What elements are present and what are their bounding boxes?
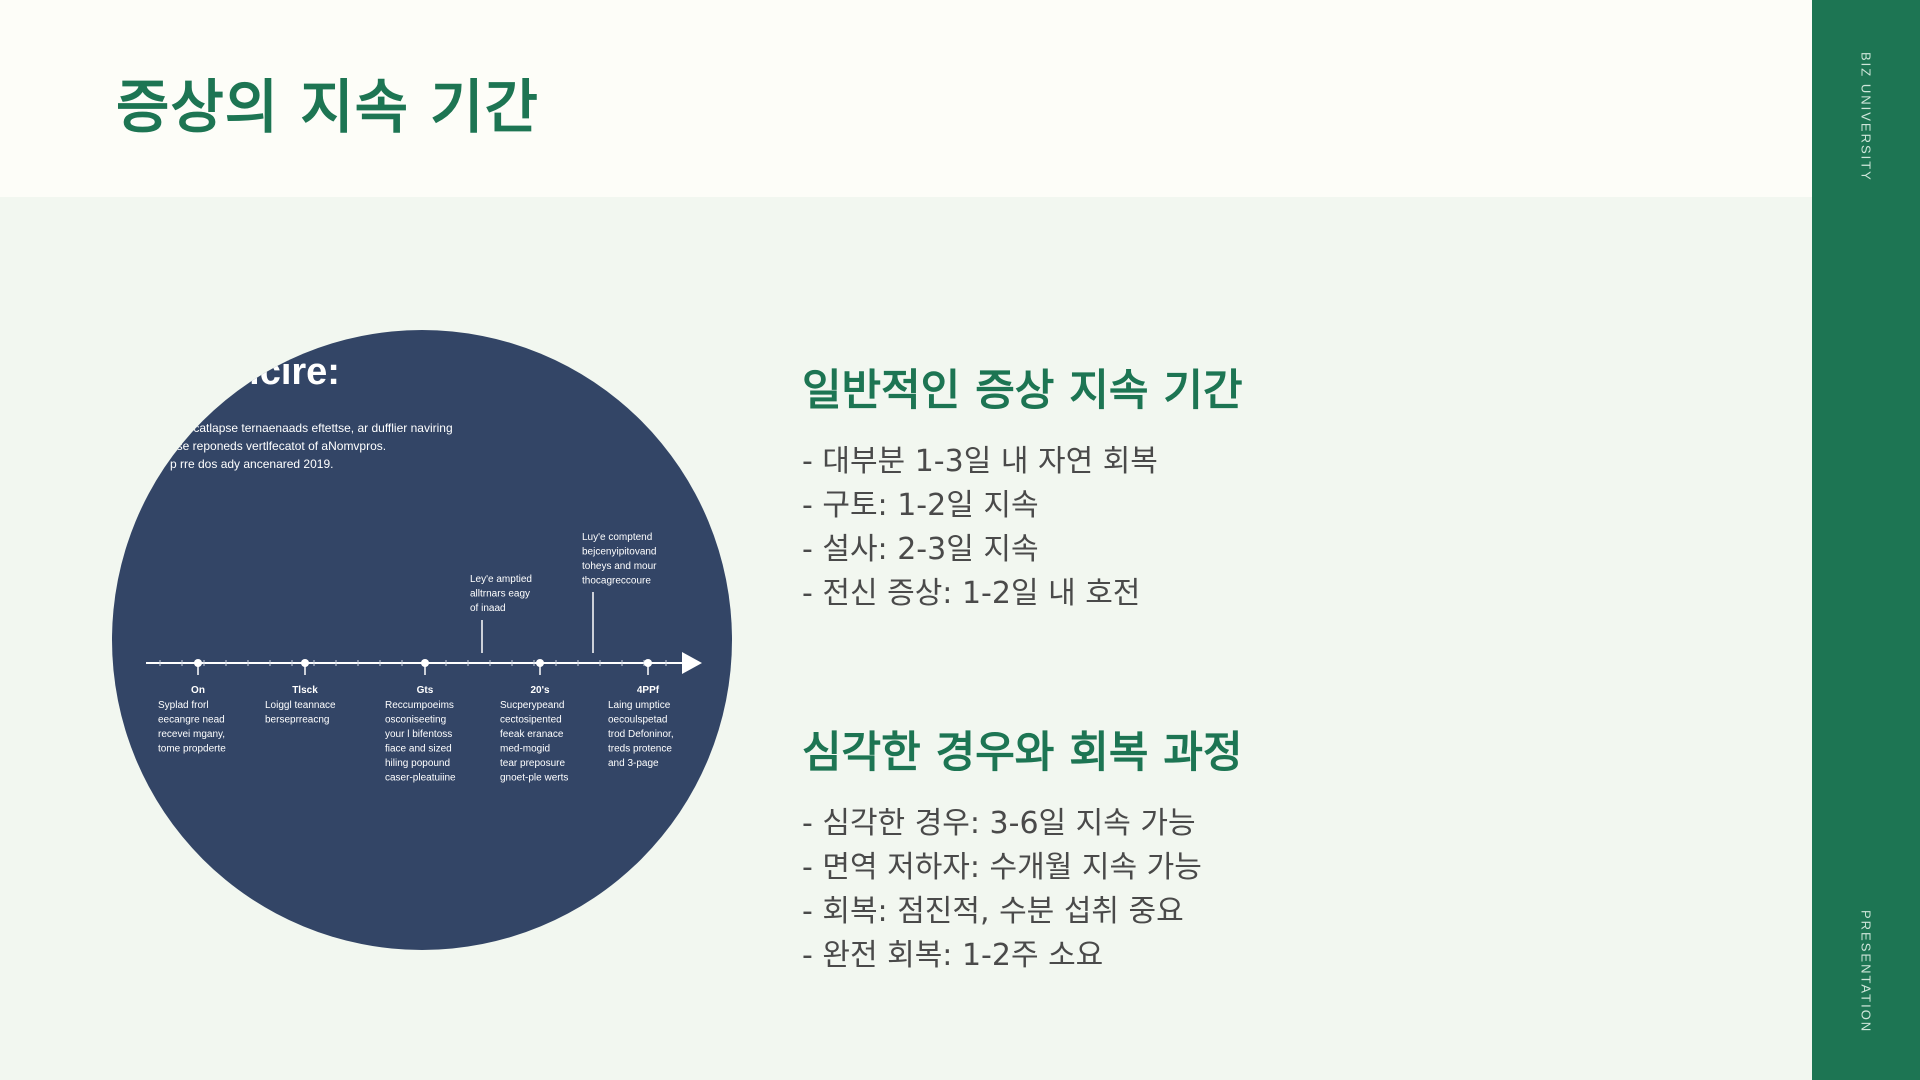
milestone-desc: Loiggl teannace (265, 700, 336, 711)
image-intro-line: p rre dos ady ancenared 2019. (170, 457, 333, 471)
bullet-item: - 구토: 1-2일 지속 (802, 488, 1039, 523)
image-heading: vicire: (228, 351, 340, 393)
image-intro-line: ase reponeds vertlfecatot of aNomvpros. (170, 439, 386, 453)
milestone-desc: berseprreacng (265, 715, 329, 726)
milestone-desc: feeak eranace (500, 729, 564, 740)
milestone-label: 4PPf (637, 685, 660, 696)
milestone-desc: med-mogid (500, 744, 550, 755)
milestone-desc: eecangre nead (158, 715, 225, 726)
milestone-desc: Syplad frorl (158, 700, 209, 711)
milestone-desc: gnoet-ple werts (500, 773, 568, 784)
milestone-desc: treds protence (608, 744, 672, 755)
milestone-desc: Reccumpoeims (385, 700, 454, 711)
milestone-desc: trod Defoninor, (608, 729, 674, 740)
timeline-image: vicire: and catlapse ternaenaads eftettse… (112, 330, 732, 950)
header-bar: 증상의 지속 기간 (0, 0, 1812, 197)
bullet-item: - 완전 회복: 1-2주 소요 (802, 938, 1104, 973)
bullet-item: - 설사: 2-3일 지속 (802, 532, 1039, 567)
bullet-list: - 대부분 1-3일 내 자연 회복 - 구토: 1-2일 지속 - 설사: 2… (802, 440, 1243, 616)
timeline-arrow (682, 652, 702, 674)
milestone-label: Tlsck (292, 685, 318, 696)
callout-line: Ley'e amptied (470, 574, 532, 585)
milestone-desc: and 3-page (608, 758, 659, 769)
milestone-desc: tear preposure (500, 758, 565, 769)
milestone-desc: hiling popound (385, 758, 450, 769)
milestone-label: Gts (417, 685, 434, 696)
section-title: 일반적인 증상 지속 기간 (802, 366, 1243, 416)
callout-line: toheys and mour (582, 561, 657, 572)
milestone-label: 20's (530, 685, 550, 696)
milestone-desc: recevei mgany, (158, 729, 225, 740)
section-general-duration: 일반적인 증상 지속 기간 - 대부분 1-3일 내 자연 회복 - 구토: 1… (802, 356, 1243, 616)
image-intro-line: and catlapse ternaenaads eftettse, ar du… (170, 421, 453, 435)
section-title: 심각한 경우와 회복 과정 (802, 728, 1243, 778)
milestone-label: On (191, 685, 205, 696)
callout-line: thocagreccoure (582, 576, 651, 587)
callout-line: of inaad (470, 603, 506, 614)
milestone-desc: osconiseeting (385, 715, 446, 726)
side-band: BIZ UNIVERSITY PRESENTATION (1812, 0, 1920, 1080)
bullet-item: - 회복: 점진적, 수분 섭취 중요 (802, 894, 1184, 929)
section-severe-recovery: 심각한 경우와 회복 과정 - 심각한 경우: 3-6일 지속 가능 - 면역 … (802, 718, 1243, 978)
milestone-desc: oecoulspetad (608, 715, 668, 726)
callout-line: alltrnars eagy (470, 589, 530, 600)
callout-line: Luy'e comptend (582, 532, 652, 543)
milestone-desc: Laing umptice (608, 700, 671, 711)
bullet-item: - 면역 저하자: 수개월 지속 가능 (802, 850, 1202, 885)
bullet-item: - 전신 증상: 1-2일 내 호전 (802, 576, 1141, 611)
callout-line: bejcenyipitovand (582, 547, 657, 558)
milestone-desc: Sucperypeand (500, 700, 565, 711)
bullet-list: - 심각한 경우: 3-6일 지속 가능 - 면역 저하자: 수개월 지속 가능… (802, 802, 1243, 978)
milestone-desc: fiace and sized (385, 744, 452, 755)
page-title: 증상의 지속 기간 (116, 73, 539, 141)
milestone-desc: tome propderte (158, 744, 226, 755)
milestone-desc: caser-pleatuiine (385, 773, 456, 784)
bullet-item: - 심각한 경우: 3-6일 지속 가능 (802, 806, 1196, 841)
timeline-graphic: vicire: and catlapse ternaenaads eftettse… (146, 351, 702, 784)
milestone-desc: cectosipented (500, 715, 562, 726)
bullet-item: - 대부분 1-3일 내 자연 회복 (802, 444, 1158, 479)
milestone-desc: your l bifentoss (385, 729, 452, 740)
